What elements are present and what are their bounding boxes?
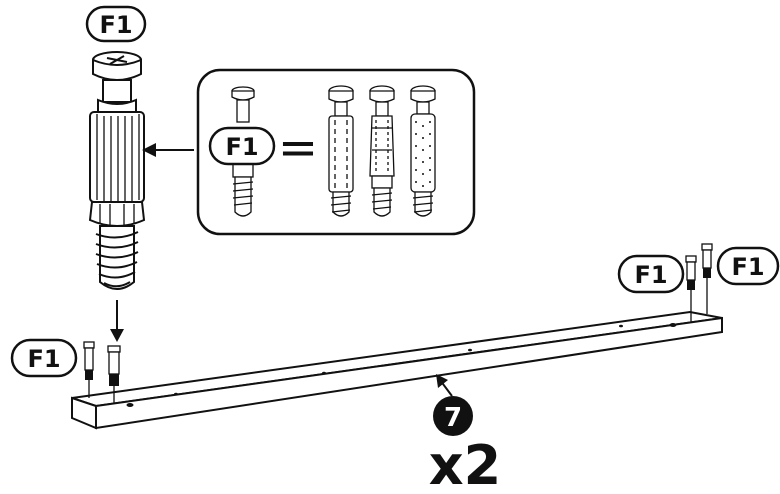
- arrow-icon-down: [110, 300, 124, 342]
- cam-bolt-right-2-icon: [701, 243, 713, 314]
- arrow-icon-panel: [436, 374, 453, 397]
- arrow-icon-callout: [142, 143, 194, 157]
- cam-bolt-right-1-icon: [685, 255, 697, 322]
- quantity-label: x2: [429, 434, 501, 494]
- svg-text:7: 7: [444, 403, 462, 433]
- large-cam-bolt-icon: [88, 51, 146, 290]
- svg-text:F1: F1: [634, 261, 667, 289]
- panel-number-badge: 7: [433, 396, 473, 436]
- svg-text:F1: F1: [27, 345, 60, 373]
- cam-bolt-variant-2-icon: [369, 85, 395, 217]
- svg-text:F1: F1: [99, 11, 132, 39]
- cam-bolt-variant-3-icon: [410, 85, 436, 217]
- f1-label-right-1: F1: [617, 254, 685, 294]
- f1-label-callout: F1: [208, 126, 276, 166]
- svg-text:F1: F1: [225, 133, 258, 161]
- f1-label-top: F1: [85, 5, 147, 43]
- equals-sign: =: [278, 120, 318, 176]
- cam-bolt-left-2-icon: [107, 345, 121, 404]
- f1-label-left: F1: [10, 338, 78, 378]
- f1-label-right-2: F1: [716, 246, 780, 286]
- equivalence-callout: F1 =: [196, 68, 476, 236]
- cam-bolt-left-1-icon: [83, 341, 95, 398]
- wooden-rail-panel: [71, 310, 723, 430]
- cam-bolt-variant-1-icon: [328, 85, 354, 217]
- small-cam-bolt-icon: [231, 86, 255, 217]
- svg-text:F1: F1: [731, 253, 764, 281]
